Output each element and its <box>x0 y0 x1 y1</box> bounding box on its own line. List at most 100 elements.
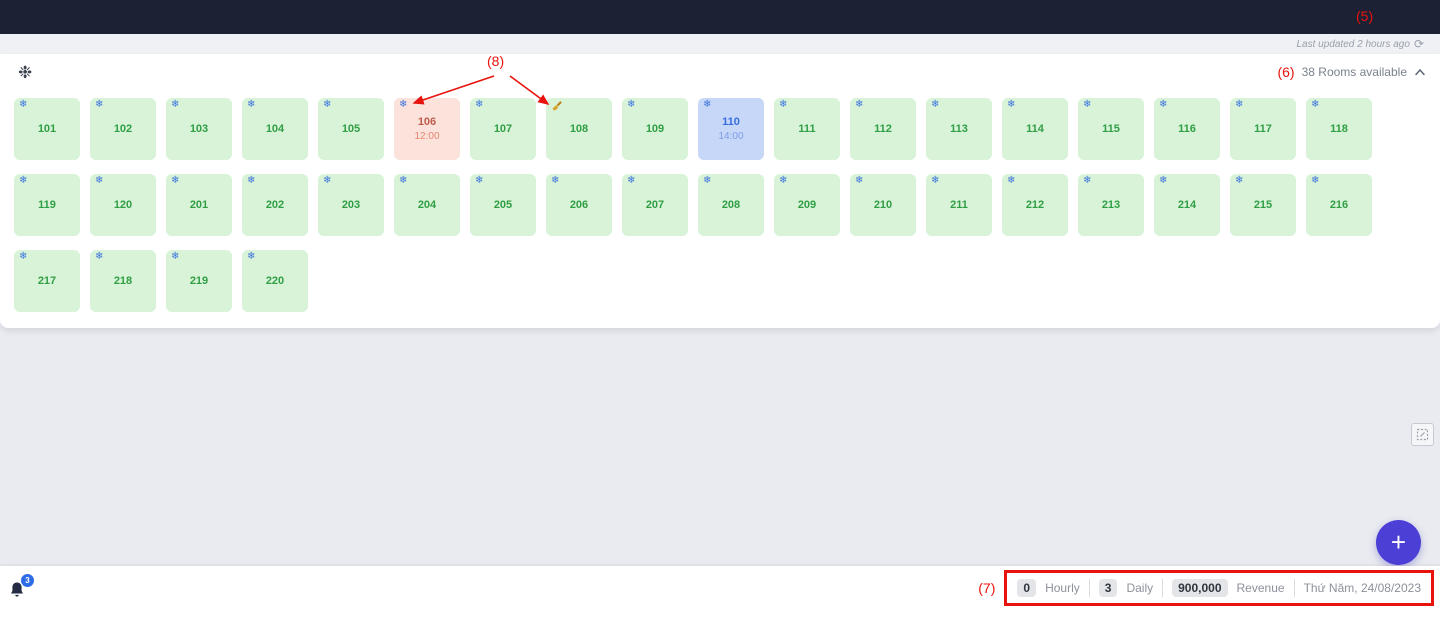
chevron-up-icon[interactable] <box>1414 68 1426 76</box>
room-card-118[interactable]: ❄ 118 <box>1306 98 1372 160</box>
room-card-220[interactable]: ❄ 220 <box>242 250 308 312</box>
snowflake-icon: ❄ <box>1083 99 1092 110</box>
room-number: 209 <box>797 199 817 211</box>
snowflake-icon: ❄ <box>1159 99 1168 110</box>
room-card-116[interactable]: ❄ 116 <box>1154 98 1220 160</box>
room-card-115[interactable]: ❄115 <box>1078 98 1144 160</box>
panel-header: ❉ (6) 38 Rooms available <box>0 54 1440 96</box>
room-number: 118 <box>1330 123 1348 135</box>
room-number: 217 <box>37 275 57 287</box>
room-number: 210 <box>873 199 893 211</box>
room-card-108[interactable]: 108 <box>546 98 612 160</box>
notification-badge: 3 <box>21 574 34 587</box>
snowflake-icon: ❄ <box>855 175 864 186</box>
room-card-208[interactable]: ❄208 <box>698 174 764 236</box>
room-card-114[interactable]: ❄114 <box>1002 98 1068 160</box>
room-card-206[interactable]: ❄206 <box>546 174 612 236</box>
notifications-button[interactable]: 3 <box>7 574 34 603</box>
room-card-109[interactable]: ❄109 <box>622 98 688 160</box>
room-card-111[interactable]: ❄111 <box>774 98 840 160</box>
revenue-badge: 900,000 <box>1172 579 1228 597</box>
room-card-201[interactable]: ❄201 <box>166 174 232 236</box>
room-number: 101 <box>37 123 57 135</box>
room-card-104[interactable]: ❄104 <box>242 98 308 160</box>
daily-label: Daily <box>1126 581 1154 595</box>
room-card-113[interactable]: ❄113 <box>926 98 992 160</box>
snowflake-icon: ❄ <box>931 99 940 110</box>
room-card-219[interactable]: ❄219 <box>166 250 232 312</box>
snowflake-icon: ❄ <box>1311 99 1320 110</box>
room-card-117[interactable]: ❄117 <box>1230 98 1296 160</box>
room-number: 220 <box>265 275 285 287</box>
room-card-211[interactable]: ❄ 211 <box>926 174 992 236</box>
snowflake-icon: ❄ <box>19 251 28 262</box>
snowflake-icon: ❄ <box>475 175 484 186</box>
room-card-105[interactable]: ❄105 <box>318 98 384 160</box>
room-card-213[interactable]: ❄213 <box>1078 174 1144 236</box>
snowflake-icon: ❄ <box>475 99 484 110</box>
room-number: 106 <box>417 116 437 128</box>
room-card-216[interactable]: ❄216 <box>1306 174 1372 236</box>
snowflake-icon: ❄ <box>247 251 256 262</box>
room-card-217[interactable]: ❄ 217 <box>14 250 80 312</box>
annotation-5: (5) <box>1356 8 1374 24</box>
snowflake-icon: ❄ <box>247 99 256 110</box>
snowflake-icon: ❄ <box>1235 175 1244 186</box>
room-card-107[interactable]: ❄107 <box>470 98 536 160</box>
hourly-count-badge: 0 <box>1017 579 1037 597</box>
hourly-label: Hourly <box>1045 581 1080 595</box>
room-card-218[interactable]: ❄218 <box>90 250 156 312</box>
snowflake-icon: ❄ <box>703 175 712 186</box>
snowflake-icon: ❄ <box>931 175 940 186</box>
last-updated-text: Last updated 2 hours ago <box>1296 38 1410 50</box>
snowflake-icon: ❄ <box>551 175 560 186</box>
footer-stats-group: (7) 0 Hourly 3 Daily 900,000 Revenue Thứ… <box>978 570 1434 606</box>
snowflake-icon: ❄ <box>779 99 788 110</box>
room-time: 12:00 <box>414 131 440 142</box>
room-number: 207 <box>645 199 665 211</box>
snowflake-icon: ❄ <box>19 175 28 186</box>
rooms-available-text: 38 Rooms available <box>1301 65 1407 79</box>
snowflake-icon: ❄ <box>95 99 104 110</box>
room-card-102[interactable]: ❄102 <box>90 98 156 160</box>
room-card-203[interactable]: ❄203 <box>318 174 384 236</box>
room-card-101[interactable]: ❄101 <box>14 98 80 160</box>
room-status-panel: ❉ (6) 38 Rooms available ❄101❄102❄103❄10… <box>0 54 1440 328</box>
room-number: 216 <box>1329 199 1349 211</box>
room-card-210[interactable]: ❄ 210 <box>850 174 916 236</box>
bell-icon <box>11 582 23 597</box>
annotation-7: (7) <box>978 580 996 596</box>
room-number: 116 <box>1178 123 1196 135</box>
room-number: 110 <box>722 116 740 128</box>
snowflake-icon: ❄ <box>95 175 104 186</box>
widget-toggle-button[interactable] <box>1411 423 1434 446</box>
room-number: 218 <box>113 275 133 287</box>
footer-bar: 3 (7) 0 Hourly 3 Daily 900,000 Revenue T… <box>0 566 1440 618</box>
room-number: 205 <box>493 199 513 211</box>
room-card-215[interactable]: ❄215 <box>1230 174 1296 236</box>
room-card-205[interactable]: ❄ 205 <box>470 174 536 236</box>
room-number: 112 <box>874 123 892 135</box>
room-card-103[interactable]: ❄103 <box>166 98 232 160</box>
room-card-204[interactable]: ❄204 <box>394 174 460 236</box>
room-card-119[interactable]: ❄119 <box>14 174 80 236</box>
room-card-209[interactable]: ❄209 <box>774 174 840 236</box>
room-card-120[interactable]: ❄120 <box>90 174 156 236</box>
snowflake-icon: ❄ <box>171 99 180 110</box>
status-bar: Last updated 2 hours ago ⟳ <box>0 34 1440 54</box>
room-card-207[interactable]: ❄207 <box>622 174 688 236</box>
room-number: 211 <box>950 199 968 211</box>
snowflake-icon: ❄ <box>1159 175 1168 186</box>
room-card-214[interactable]: ❄214 <box>1154 174 1220 236</box>
snowflake-filter-icon[interactable]: ❉ <box>18 63 33 82</box>
room-card-202[interactable]: ❄202 <box>242 174 308 236</box>
add-button[interactable]: + <box>1376 520 1421 565</box>
room-card-112[interactable]: ❄112 <box>850 98 916 160</box>
room-card-212[interactable]: ❄212 <box>1002 174 1068 236</box>
snowflake-icon: ❄ <box>1235 99 1244 110</box>
daily-count-badge: 3 <box>1098 579 1118 597</box>
refresh-icon[interactable]: ⟳ <box>1413 37 1424 51</box>
